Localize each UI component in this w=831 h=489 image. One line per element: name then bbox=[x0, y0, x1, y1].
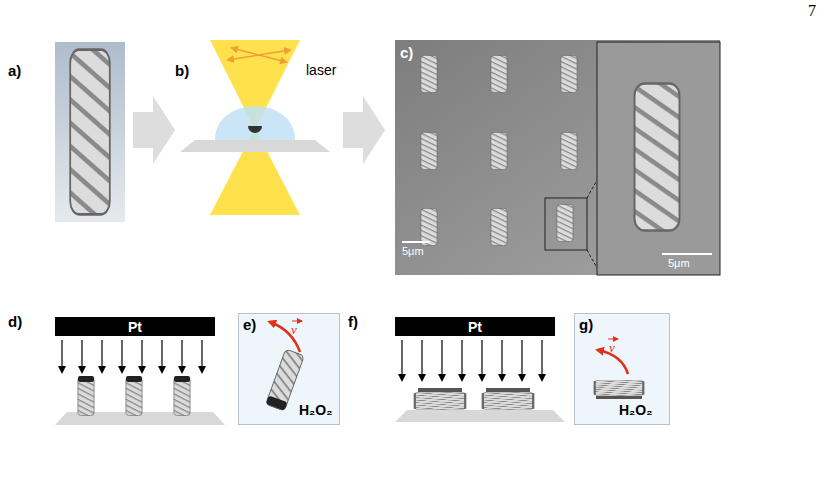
velocity-symbol: v bbox=[609, 340, 615, 356]
scale-bar-label: 5μm bbox=[668, 257, 690, 269]
panel-letter: b) bbox=[175, 62, 189, 79]
panel-letter: e) bbox=[243, 316, 256, 333]
platinum-source: Pt bbox=[55, 317, 215, 336]
laser-label: laser bbox=[306, 62, 336, 78]
panel-letter: f) bbox=[348, 313, 358, 330]
platinum-source: Pt bbox=[395, 317, 555, 336]
velocity-symbol: v bbox=[291, 322, 297, 338]
panel-box: g) vH₂O₂ bbox=[574, 313, 670, 425]
panel-letter: d) bbox=[8, 313, 22, 330]
page-number: 7 bbox=[808, 2, 816, 20]
node-text: Pt bbox=[128, 319, 142, 335]
panel-box: e) vH₂O₂ bbox=[238, 313, 340, 425]
panel-letter: a) bbox=[8, 62, 21, 79]
panel-letter: g) bbox=[579, 316, 593, 333]
fuel-label: H₂O₂ bbox=[299, 402, 332, 418]
panel-letter: c) bbox=[400, 44, 413, 61]
scale-bar-label: 5μm bbox=[402, 245, 424, 257]
fuel-label: H₂O₂ bbox=[619, 402, 652, 418]
node-text: Pt bbox=[468, 319, 482, 335]
